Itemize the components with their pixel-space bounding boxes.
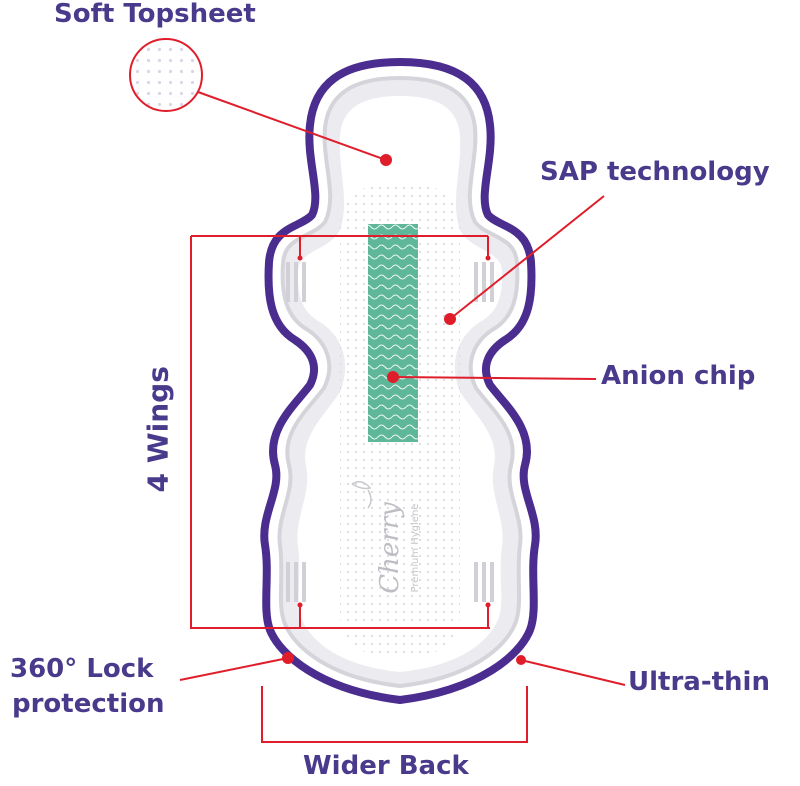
label-lock-protection-line1: 360° Lock [10, 654, 154, 684]
label-wider-back: Wider Back [303, 751, 469, 781]
label-ultra-thin: Ultra-thin [628, 667, 770, 697]
label-sap-technology: SAP technology [540, 157, 770, 187]
label-lock-protection-line2: protection [12, 689, 165, 719]
label-four-wings: 4 Wings [141, 366, 175, 493]
wing-grips [286, 262, 494, 602]
cherry-leaf-icon [351, 481, 372, 509]
label-soft-topsheet: Soft Topsheet [54, 0, 256, 29]
label-anion-chip: Anion chip [601, 361, 756, 391]
topsheet-magnifier [129, 38, 203, 112]
cherry-logo: Cherry Premium Hygiene [375, 502, 421, 594]
callout-lines [179, 91, 626, 743]
anion-chip-strip [368, 224, 418, 442]
callout-dots [282, 154, 526, 665]
brand-tagline: Premium Hygiene [410, 504, 421, 593]
brand-name: Cherry [375, 502, 405, 594]
